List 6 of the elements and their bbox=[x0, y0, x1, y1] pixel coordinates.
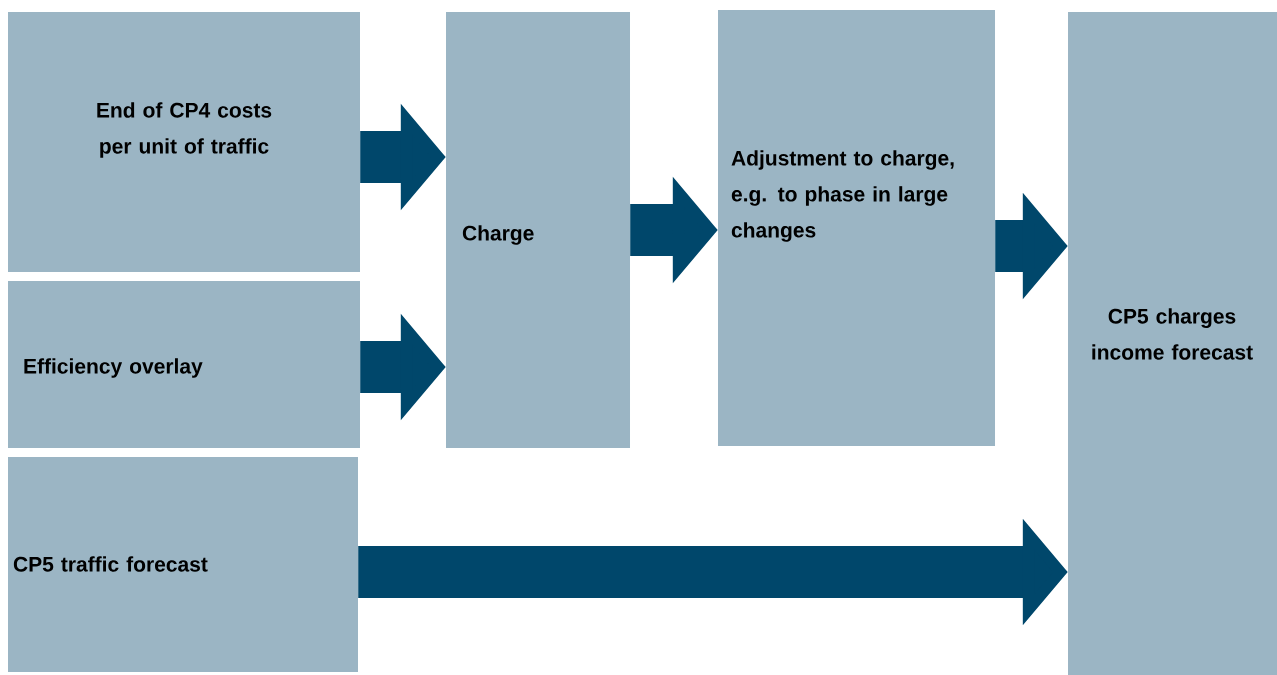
process-box: Adjustment to charge, e.g. to phase in large changes bbox=[718, 10, 995, 446]
process-box: Efficiency overlay bbox=[8, 281, 360, 448]
process-box: Charge bbox=[446, 12, 630, 448]
process-box: CP5 charges income forecast bbox=[1068, 12, 1277, 675]
process-box: End of CP4 costs per unit of traffic bbox=[8, 12, 360, 272]
process-box: CP5 traffic forecast bbox=[8, 457, 358, 672]
